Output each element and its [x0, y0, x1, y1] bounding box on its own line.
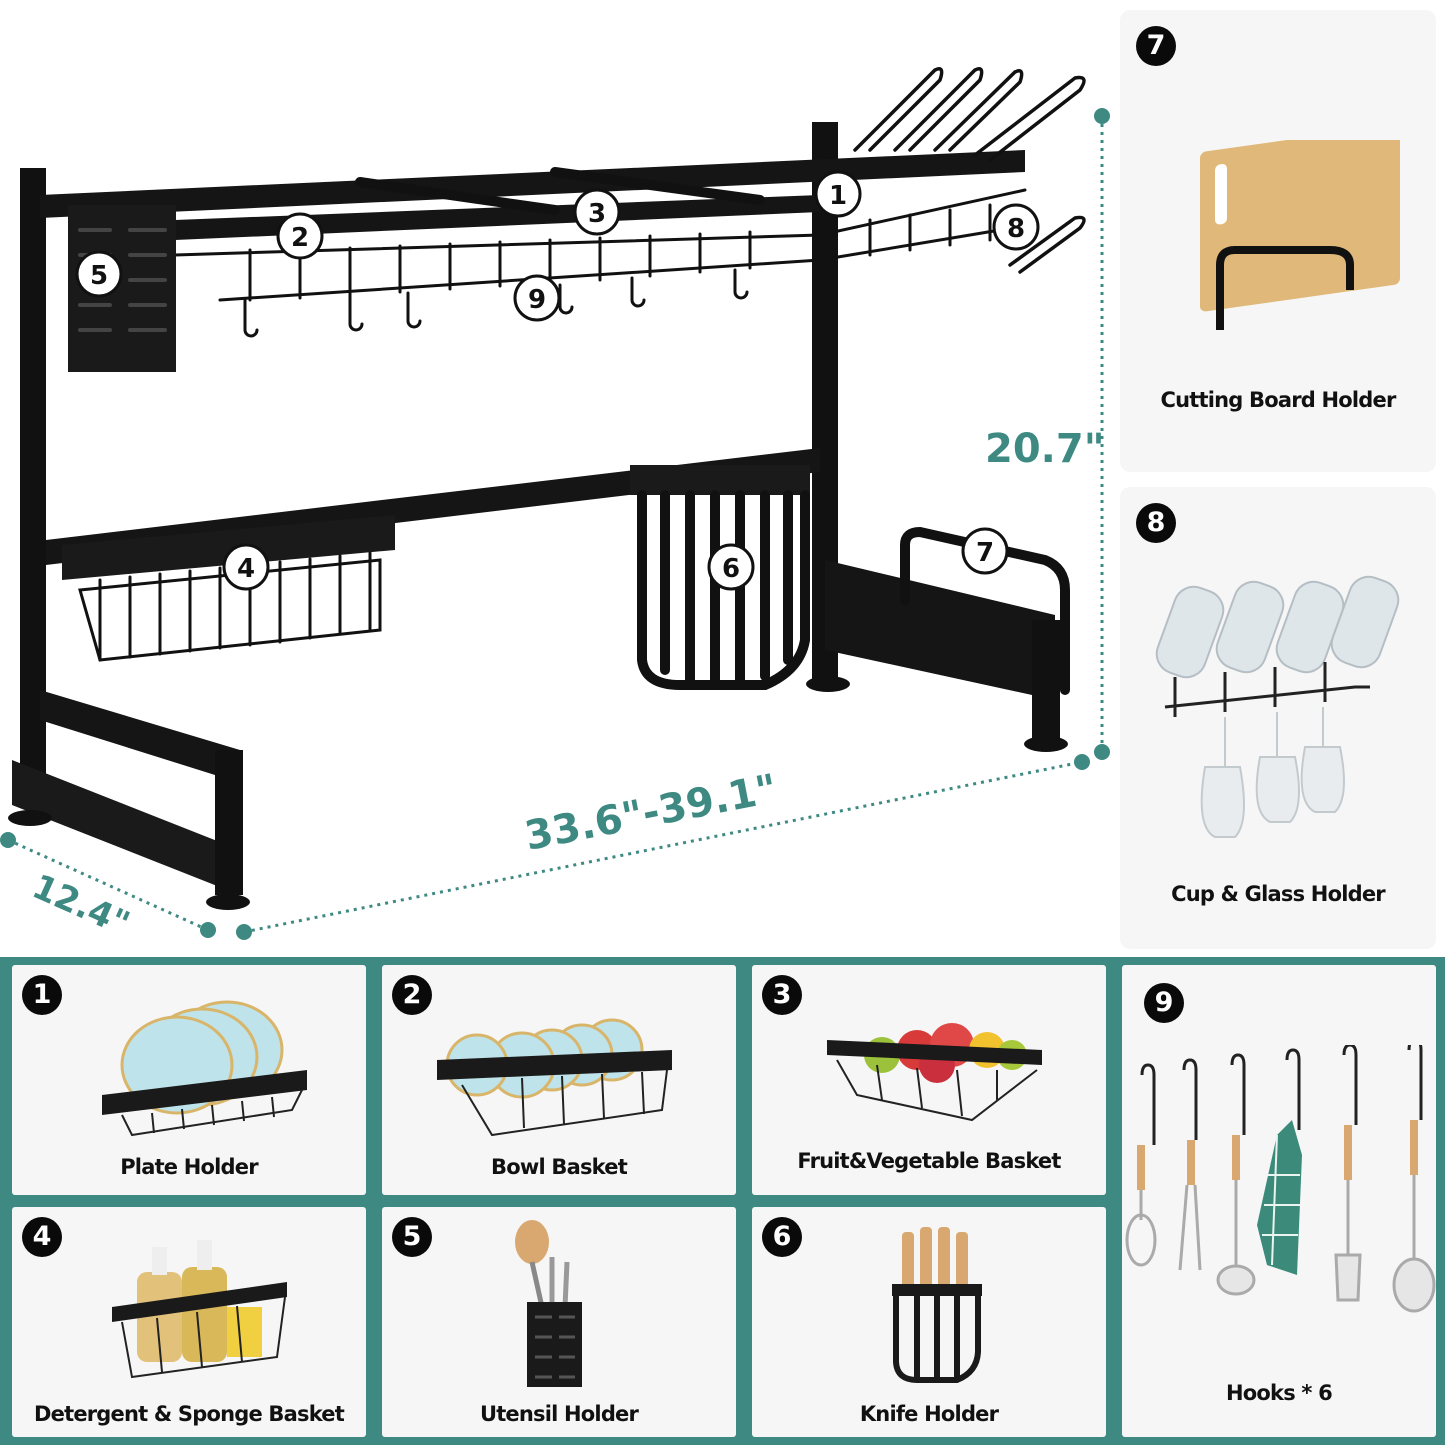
accessory-label: Fruit&Vegetable Basket [797, 1149, 1061, 1173]
number-badge: 6 [762, 1217, 802, 1257]
accessory-card-knife-holder: 6 Knife Holder [752, 1207, 1106, 1437]
callout-3: 3 [588, 199, 606, 229]
callout-9: 9 [528, 285, 546, 315]
accessory-label: Plate Holder [120, 1155, 258, 1179]
accessory-label: Bowl Basket [491, 1155, 628, 1179]
number-badge: 3 [762, 975, 802, 1015]
callout-8: 8 [1007, 214, 1025, 244]
depth-dimension: 12.4" [26, 867, 135, 945]
cutting-board-holder-icon [1200, 140, 1400, 330]
accessory-card-hooks: 9 Hooks * 6 [1122, 965, 1436, 1437]
accessory-card-plate-holder: 1 Plate Holder [12, 965, 366, 1195]
knife-holder-icon [892, 1227, 982, 1383]
callout-1: 1 [829, 181, 847, 211]
accessory-card-utensil-holder: 5 Utensil Holder [382, 1207, 736, 1437]
number-badge: 1 [22, 975, 62, 1015]
utensil-holder-icon [515, 1220, 582, 1387]
cup-glass-holder-icon [1155, 575, 1400, 838]
hooks-icon [1125, 1045, 1436, 1313]
callout-4: 4 [237, 554, 255, 584]
height-dimension: 20.7" [985, 426, 1105, 472]
number-badge: 5 [392, 1217, 432, 1257]
width-dimension: 33.6"-39.1" [521, 766, 781, 860]
accessory-label: Knife Holder [859, 1402, 999, 1426]
number-badge: 8 [1136, 503, 1176, 543]
number-badge: 2 [392, 975, 432, 1015]
side-panel-label: Cup & Glass Holder [1171, 882, 1385, 906]
accessory-label: Utensil Holder [479, 1402, 639, 1426]
side-panel-label: Cutting Board Holder [1160, 388, 1396, 412]
number-badge: 4 [22, 1217, 62, 1257]
dish-rack-illustration: 20.7" 33.6"-39.1" 12.4" 1 2 3 4 5 6 7 8 … [0, 67, 1110, 945]
side-panel-cutting-board: 7 Cutting Board Holder [1120, 10, 1436, 472]
callout-2: 2 [291, 223, 309, 253]
accessory-card-fruit-basket: 3 Fruit&Vegetable Basket [752, 965, 1106, 1195]
callout-7: 7 [976, 538, 994, 568]
accessory-label: Hooks * 6 [1226, 1381, 1333, 1405]
callout-6: 6 [722, 554, 740, 584]
accessory-card-bowl-basket: 2 Bowl Basket [382, 965, 736, 1195]
detergent-basket-icon [112, 1240, 287, 1379]
accessory-card-detergent-basket: 4 Detergent & Sponge Basket [12, 1207, 366, 1437]
callout-5: 5 [90, 261, 108, 291]
bowl-basket-icon [437, 1018, 672, 1137]
plate-holder-icon [102, 1000, 307, 1137]
accessory-label: Detergent & Sponge Basket [34, 1402, 345, 1426]
number-badge: 7 [1136, 26, 1176, 66]
side-panel-cup-glass: 8 Cup & Glass Holder [1120, 487, 1436, 949]
fruit-basket-icon [827, 1023, 1042, 1122]
number-badge: 9 [1144, 983, 1184, 1023]
